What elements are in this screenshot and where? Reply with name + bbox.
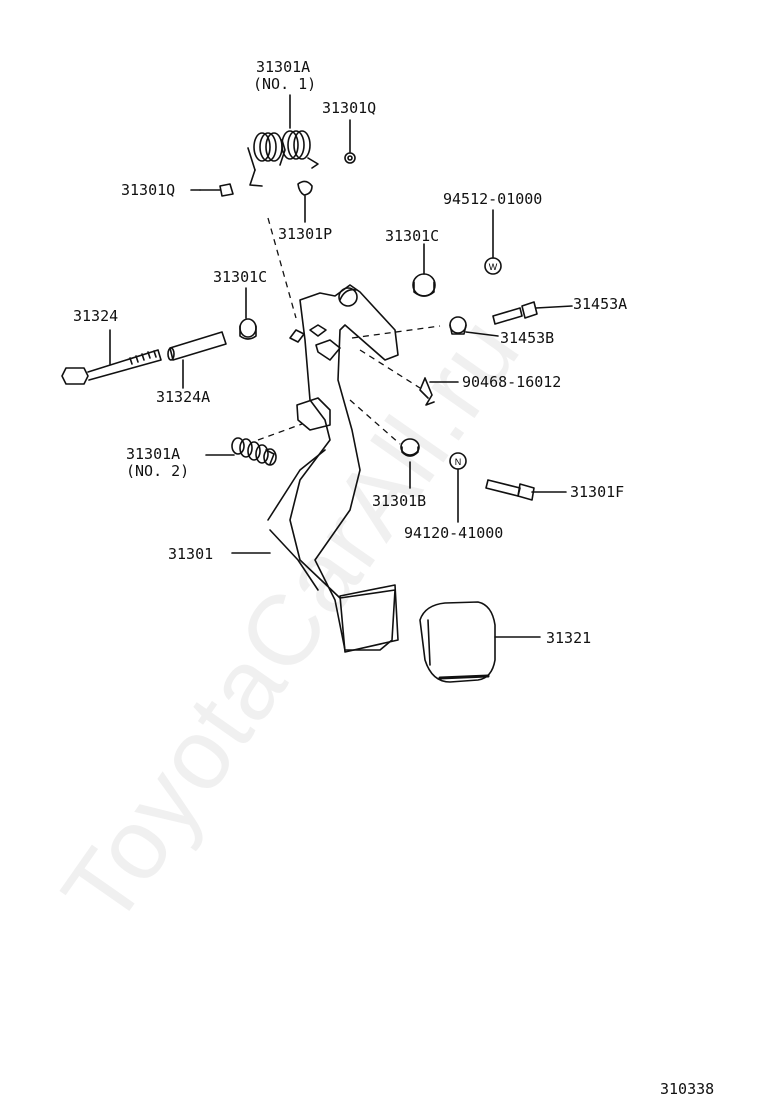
diagram-code: 310338 [660, 1080, 715, 1098]
label-nut-31453b: 31453B [500, 329, 555, 347]
label-clip-q-right: 31301Q [322, 99, 377, 117]
sleeve-31324a [167, 331, 227, 361]
label-pad: 31321 [546, 629, 592, 647]
label-spring-no1-sub: (NO. 1) [253, 75, 317, 93]
clip-31301q-right [344, 152, 356, 164]
label-bolt-31324: 31324 [73, 307, 119, 325]
nut-31453b [449, 316, 467, 335]
pedal-pad-31321 [419, 601, 496, 683]
label-bushing-upper: 31301C [385, 227, 440, 245]
label-w-code: 94512-01000 [443, 190, 543, 208]
bolt-31301f [485, 479, 535, 501]
pedal-arm [267, 284, 399, 653]
bushing-31301c-left [239, 318, 257, 340]
label-clip-q-left: 31301Q [121, 181, 176, 199]
bushing-31301c-upper [412, 273, 436, 297]
label-bolt-31301f: 31301F [570, 483, 625, 501]
label-sleeve: 31324A [156, 388, 211, 406]
bolt-31453a [492, 301, 538, 325]
label-clip-90468: 90468-16012 [462, 373, 562, 391]
clip-31301q-left [199, 183, 234, 197]
bolt-31324 [61, 349, 162, 385]
spring-no2 [231, 437, 277, 466]
label-n-code: 94120-41000 [404, 524, 504, 542]
n-marker-letter: N [455, 457, 462, 467]
clip-31301p [297, 180, 313, 196]
label-pedal: 31301 [168, 545, 214, 563]
label-spring-no1: 31301A [256, 58, 311, 76]
torsion-spring-no1 [247, 130, 319, 187]
w-marker-letter: W [489, 262, 498, 272]
clip-90468 [419, 377, 435, 406]
label-spring-no2: 31301A [126, 445, 181, 463]
label-bolt-31453a: 31453A [573, 295, 628, 313]
stopper-31301b [400, 438, 420, 457]
label-bushing-left: 31301C [213, 268, 268, 286]
label-spring-no2-sub: (NO. 2) [126, 462, 190, 480]
label-stopper: 31301B [372, 492, 427, 510]
label-clip-p: 31301P [278, 225, 333, 243]
